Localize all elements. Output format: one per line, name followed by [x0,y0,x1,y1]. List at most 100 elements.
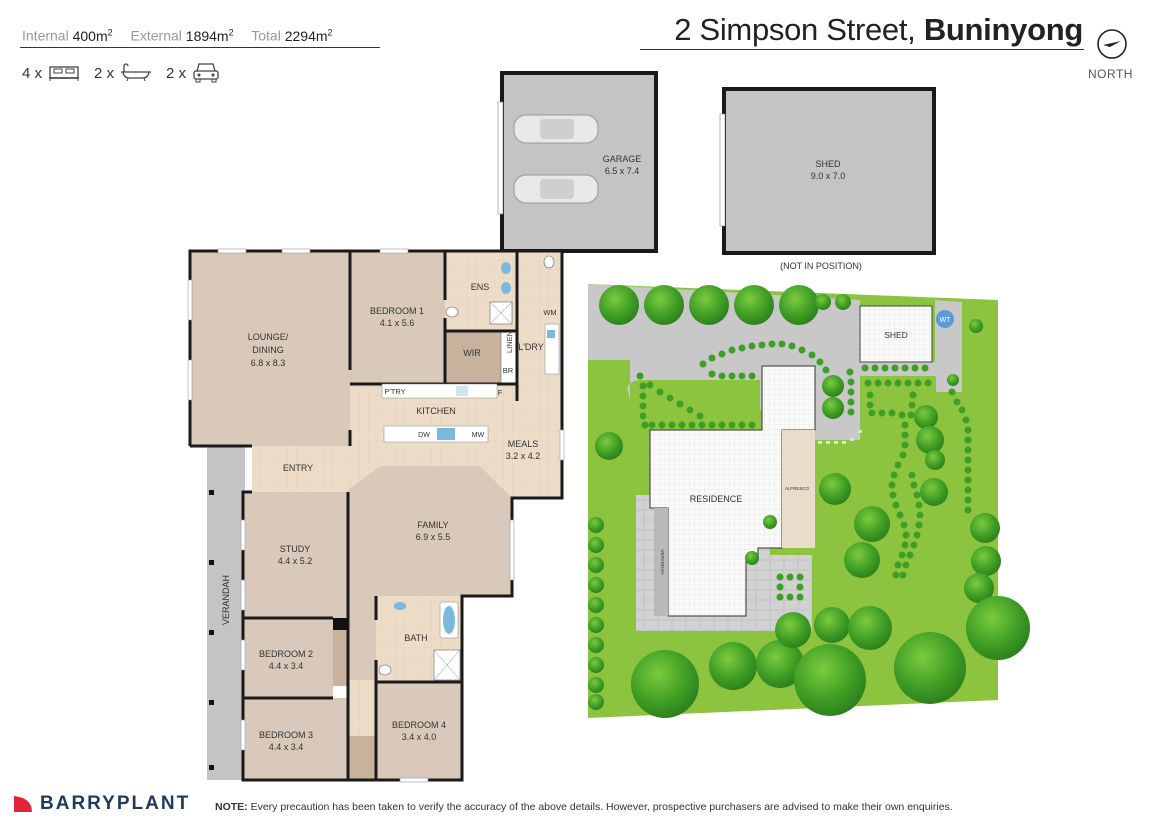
dining-label: DINING [252,345,284,355]
wir-room [445,331,501,384]
note-label: NOTE: [215,801,248,813]
bedroom2-size: 4.4 x 3.4 [269,661,304,671]
fixtures [333,255,560,681]
address-street: 2 Simpson Street, [674,12,916,47]
bedroom-3-room [243,698,348,780]
north-compass-icon [1097,29,1127,59]
bath-label: BATH [404,633,427,643]
windows [187,248,565,783]
bed-icon [49,66,80,81]
shed-detail: SHED 9.0 x 7.0 (NOT IN POSITION) [719,87,936,271]
lounge-dining-room [190,251,350,446]
wm-label: WM [543,308,556,317]
residence-label: RESIDENCE [690,494,743,504]
bedroom1-label: BEDROOM 1 [370,306,424,316]
car-count: 2 x [166,64,187,82]
bedroom1-size: 4.1 x 5.6 [380,318,415,328]
meals-label: MEALS [508,439,539,449]
lounge-label: LOUNGE/ [248,332,289,342]
address-suburb: Buninyong [923,12,1083,47]
floorplan-drawing: GARAGE 6.5 x 7.4 SHED 9.0 x 7.0 (NOT IN … [187,71,1030,783]
bathtub [443,606,455,634]
basin-1 [501,262,511,274]
header-divider-left [20,47,380,48]
brand-name: BARRYPLANT [40,793,191,814]
toilet-ens [445,306,459,318]
garage: GARAGE 6.5 x 7.4 [497,71,658,253]
stat-internal-label: Internal [22,27,69,44]
shed-size: 9.0 x 7.0 [811,171,846,181]
area-stats: Internal 400m2 External 1894m2 Total 229… [22,27,347,44]
robe [348,736,376,780]
basin-2 [501,282,511,294]
family-room [348,466,512,680]
family-size: 6.9 x 5.5 [416,532,451,542]
car-icon [193,63,219,83]
site-plan: SHED WT RESIDENCE ALFRESCO VERANDAH [588,284,1030,718]
family-label: FAMILY [417,520,448,530]
bathtub-icon [121,63,152,82]
study-room [243,492,348,618]
brand-logo: BARRYPLANT [14,793,190,815]
shed-note: (NOT IN POSITION) [780,261,862,271]
bedroom4-label: BEDROOM 4 [392,720,446,730]
barryplant-logo-icon [14,796,32,812]
stat-external-value: 1894m2 [185,27,234,44]
note-text: Every precaution has been taken to verif… [247,801,953,813]
water-tank [936,310,954,328]
kitchen-label: KITCHEN [416,406,456,416]
site-shed-label: SHED [884,330,908,340]
bedroom-2-room [243,618,333,698]
lounge-size: 6.8 x 8.3 [251,358,286,368]
study-label: STUDY [280,544,311,554]
alfresco-label: ALFRESCO [785,486,810,491]
entry-label: ENTRY [283,463,313,473]
stat-internal-value: 400m2 [72,27,113,44]
stat-total-value: 2294m2 [284,27,333,44]
water-tank-label: WT [940,317,952,324]
property-address: 2 Simpson Street, Buninyong [674,12,1083,48]
linen-label: LINEN [505,331,514,353]
disclaimer-note: NOTE: Every precaution has been taken to… [215,801,953,813]
br-label: BR [503,366,514,375]
verandah-site-label: VERANDAH [660,549,665,574]
feature-bathrooms: 2 x [94,63,152,83]
bedroom3-size: 4.4 x 3.4 [269,742,304,752]
kitchen-island [383,425,489,443]
header-divider-right [640,49,1084,50]
alfresco [782,430,815,548]
mw-label: MW [472,432,485,439]
ens-label: ENS [471,282,490,292]
bedroom4-size: 3.4 x 4.0 [402,732,437,742]
stat-total-label: Total [251,27,281,44]
feature-carspaces: 2 x [166,62,220,84]
car-1 [513,114,599,144]
pantry-bench [381,383,498,399]
garage-label: GARAGE [603,154,642,164]
laundry-label: L'DRY [518,342,544,352]
meals-size: 3.2 x 4.2 [506,451,541,461]
feature-bedrooms: 4 x [22,64,80,82]
stepping-stones [818,430,862,444]
dw-label: DW [418,432,430,439]
bedroom3-label: BEDROOM 3 [259,730,313,740]
shed-label: SHED [815,159,841,169]
bedroom-count: 4 x [22,64,43,82]
pantry-label: P'TRY [384,387,405,396]
robe-bed2 [333,630,347,686]
verandah-label: VERANDAH [221,575,231,625]
bathroom-count: 2 x [94,64,115,82]
north-label: NORTH [1088,67,1133,81]
bedroom-4-room [376,682,462,780]
study-size: 4.4 x 5.2 [278,556,313,566]
bedroom2-label: BEDROOM 2 [259,649,313,659]
feature-counts: 4 x 2 x 2 x [22,62,220,84]
fridge-label: F [498,388,503,397]
wir-label: WIR [463,348,481,358]
trees [588,285,1030,718]
house-floors [190,251,562,780]
bedroom-1-room [350,251,445,384]
garage-size: 6.5 x 7.4 [605,166,640,176]
car-2 [513,174,599,204]
verandah: VERANDAH [207,447,245,780]
